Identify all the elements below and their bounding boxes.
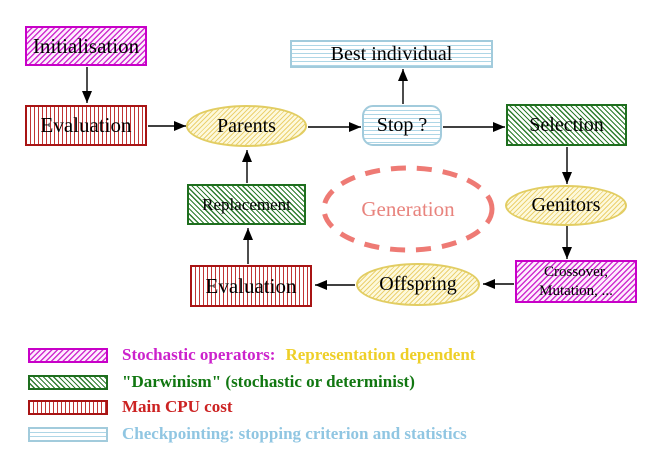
legend-label-representation-dependent: Representation dependent (285, 345, 476, 364)
legend-swatch-stochastic-operators (28, 348, 108, 363)
legend-label-darwinism: "Darwinism" (stochastic or determinist) (122, 372, 415, 391)
crossover-line1: Crossover, (544, 263, 608, 280)
node-genitors-label: Genitors (531, 194, 601, 216)
node-selection: Selection (506, 104, 627, 146)
node-parents: Parents (186, 105, 307, 147)
node-crossover-mutation: Crossover, Mutation, ... (515, 260, 637, 303)
node-replacement: Replacement (187, 184, 306, 225)
node-evaluation-bottom: Evaluation (190, 265, 312, 307)
node-generation-label: Generation (361, 197, 455, 221)
node-genitors: Genitors (505, 185, 627, 226)
node-best-individual-label: Best individual (330, 42, 453, 65)
node-best-individual: Best individual (290, 40, 493, 68)
node-stop-label: Stop ? (376, 114, 428, 136)
node-evaluation-top-label: Evaluation (40, 113, 132, 138)
legend-label-main-cpu-cost: Main CPU cost (122, 397, 233, 416)
legend-swatch-main-cpu-cost (28, 400, 108, 415)
legend-label-stochastic-operators-part1: Stochastic operators: (122, 345, 276, 364)
legend-swatch-darwinism (28, 375, 108, 390)
node-crossover-mutation-label: Crossover, Mutation, ... (539, 263, 613, 301)
node-parents-label: Parents (217, 114, 276, 137)
node-evaluation-bottom-label: Evaluation (205, 273, 297, 298)
legend-swatch-checkpointing (28, 427, 108, 442)
node-evaluation-top: Evaluation (25, 105, 147, 146)
legend-label-stochastic-operators: Stochastic operators: Representation depe… (122, 345, 475, 365)
node-initialisation-label: Initialisation (32, 33, 140, 58)
node-initialisation: Initialisation (25, 26, 147, 66)
node-selection-label: Selection (529, 113, 604, 136)
node-offspring-label: Offspring (379, 273, 457, 295)
crossover-line2: Mutation, ... (539, 282, 613, 299)
node-offspring: Offspring (356, 263, 480, 306)
legend-label-checkpointing: Checkpointing: stopping criterion and st… (122, 424, 467, 443)
node-replacement-label: Replacement (202, 194, 291, 214)
generation-dashed-ellipse (321, 165, 495, 253)
node-stop: Stop ? (362, 105, 442, 146)
